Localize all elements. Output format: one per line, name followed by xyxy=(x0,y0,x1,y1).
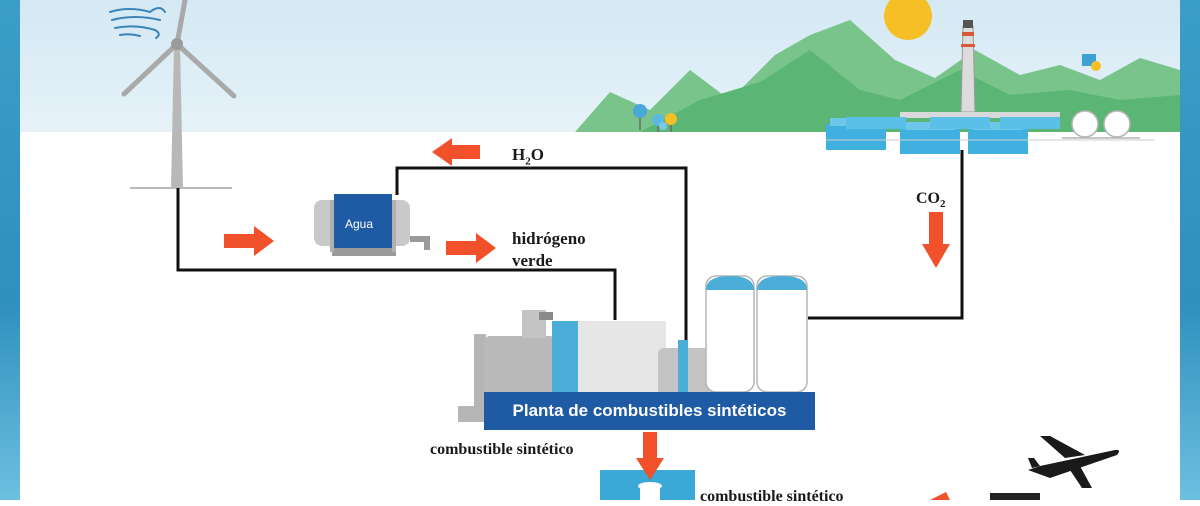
arrow-down-co2 xyxy=(922,212,950,268)
green-hydrogen-label: hidrógeno verde xyxy=(512,229,586,270)
storage-tanks xyxy=(705,275,808,393)
water-tank-electrolyzer xyxy=(314,194,430,256)
runway-vehicle xyxy=(990,493,1040,500)
arrow-left-h2o xyxy=(432,138,480,166)
pipes xyxy=(176,150,964,345)
plant-banner: Planta de combustibles sintéticos xyxy=(484,392,815,430)
left-frame-border xyxy=(0,0,20,500)
carbon-capture-facility xyxy=(826,20,1140,154)
arrow-down-fuel xyxy=(636,432,664,480)
arrow-right-fuel xyxy=(930,492,950,500)
hills-illustration xyxy=(575,20,1180,132)
water-tank-label: Agua xyxy=(344,217,374,231)
wind-icon xyxy=(109,7,166,39)
arrow-right-energy xyxy=(224,226,274,256)
flow-arrows xyxy=(224,138,950,500)
sun-icon xyxy=(884,0,932,40)
wind-turbine xyxy=(121,0,237,189)
synthetic-fuel-label: combustible sintético xyxy=(430,441,574,458)
synthetic-fuel-plant xyxy=(458,310,714,422)
airplane-icon xyxy=(1028,436,1120,488)
arrow-right-hydrogen xyxy=(446,233,496,263)
h2o-label: H2O xyxy=(512,145,544,168)
synthetic-fuel-label-2: combustible sintético xyxy=(700,488,844,505)
trees-icon xyxy=(633,104,677,132)
right-frame-border xyxy=(1180,0,1200,500)
co2-label: CO2 xyxy=(916,190,946,211)
